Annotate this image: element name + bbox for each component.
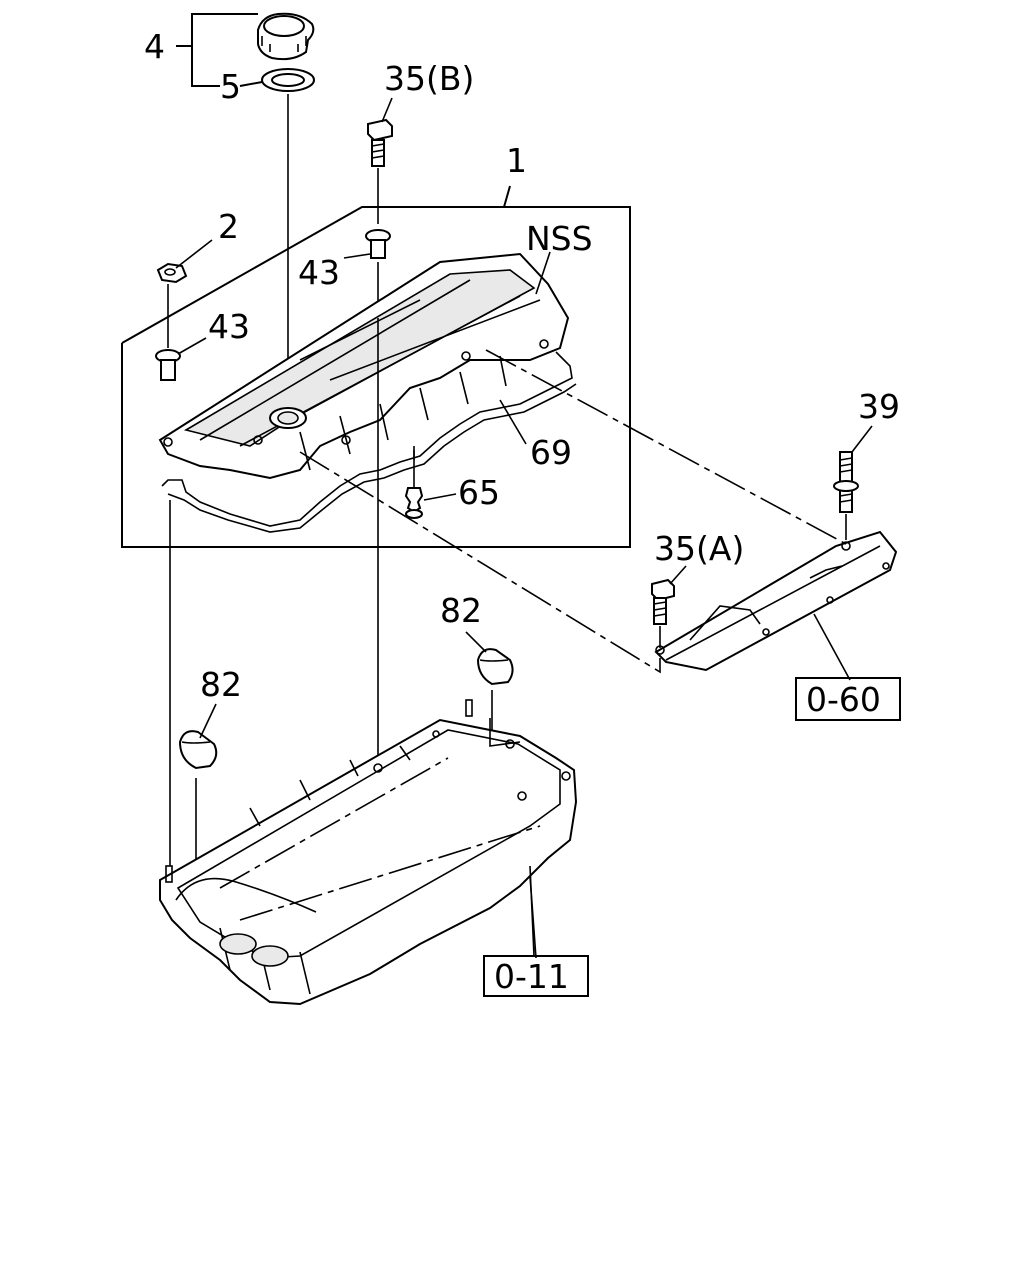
callout-1: 1 [506,141,527,180]
cylinder-head-cover [158,252,570,480]
alignment-lines [169,318,847,866]
callout-43-top: 43 [298,253,340,292]
callout-2: 2 [218,207,239,246]
nut-2 [156,262,188,284]
stud-39 [833,451,859,513]
assembly-box [121,185,631,548]
reference-0-60-label: 0-60 [806,680,881,719]
callout-39: 39 [858,387,900,426]
reference-0-11-label: 0-11 [494,957,569,996]
callout-5: 5 [220,67,241,106]
callout-69: 69 [530,433,572,472]
rubber-plug-82-right [476,648,514,686]
oil-cap-seal [261,68,315,92]
callout-35a: 35(A) [654,529,744,568]
head-cover-gasket [161,351,577,533]
cover-rail [654,530,898,672]
bolt-35b [367,118,393,167]
bolt-65 [404,450,424,519]
washer-43-top [365,229,391,259]
callout-82-left: 82 [200,665,242,704]
rubber-plug-82-left [178,730,218,770]
bolt-35a [651,578,675,625]
callout-43-left: 43 [208,307,250,346]
reference-box-0-11[interactable]: 0-11 [483,955,589,997]
callout-65: 65 [458,473,500,512]
oil-filler-cap [257,12,315,61]
reference-box-0-60[interactable]: 0-60 [795,677,901,721]
washer-43-left [155,349,181,381]
cylinder-head [159,699,578,1006]
callout-leaders [175,97,873,959]
callout-82-right: 82 [440,591,482,630]
callout-nss: NSS [526,219,593,258]
cap-bracket [176,13,263,87]
callout-4: 4 [144,27,165,66]
callout-35b: 35(B) [384,59,474,98]
